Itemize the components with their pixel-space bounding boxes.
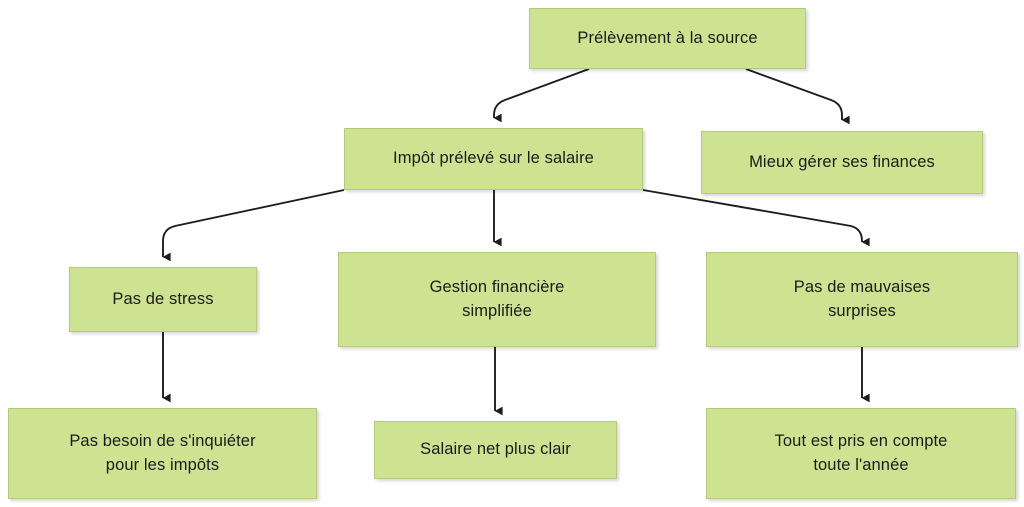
node-label: Salaire net plus clair [420,440,571,459]
node-gestion-financiere-simplifiee[interactable]: Gestion financière simplifiée [338,252,656,347]
edge-source-to-impot [493,68,590,123]
node-pas-de-mauvaises-surprises[interactable]: Pas de mauvaises surprises [706,252,1018,347]
node-label: Pas de mauvaises surprises [793,277,931,320]
node-prelevement-a-la-source[interactable]: Prélèvement à la source [529,8,806,69]
node-mieux-gerer-ses-finances[interactable]: Mieux gérer ses finances [701,131,983,194]
edge-impot-to-mauvaises-surprises [642,189,870,247]
node-salaire-net-plus-clair[interactable]: Salaire net plus clair [374,421,617,479]
node-label: Impôt prélevé sur le salaire [393,149,594,168]
edge-source-to-mieux-gerer [745,68,850,125]
node-tout-est-pris-en-compte-toute-lannee[interactable]: Tout est pris en compte toute l'année [706,408,1016,499]
node-label: Mieux gérer ses finances [749,152,935,171]
node-label: Pas besoin de s'inquiéter pour les impôt… [69,431,256,474]
node-pas-besoin-de-sinquieter-pour-les-impots[interactable]: Pas besoin de s'inquiéter pour les impôt… [8,408,317,499]
node-pas-de-stress[interactable]: Pas de stress [69,267,257,332]
node-label: Prélèvement à la source [577,28,758,47]
node-impot-preleve-sur-le-salaire[interactable]: Impôt prélevé sur le salaire [344,128,643,190]
node-label: Pas de stress [112,289,214,308]
node-label: Gestion financière simplifiée [429,277,565,320]
edge-impot-to-pas-de-stress [162,189,345,262]
node-label: Tout est pris en compte toute l'année [774,431,948,474]
